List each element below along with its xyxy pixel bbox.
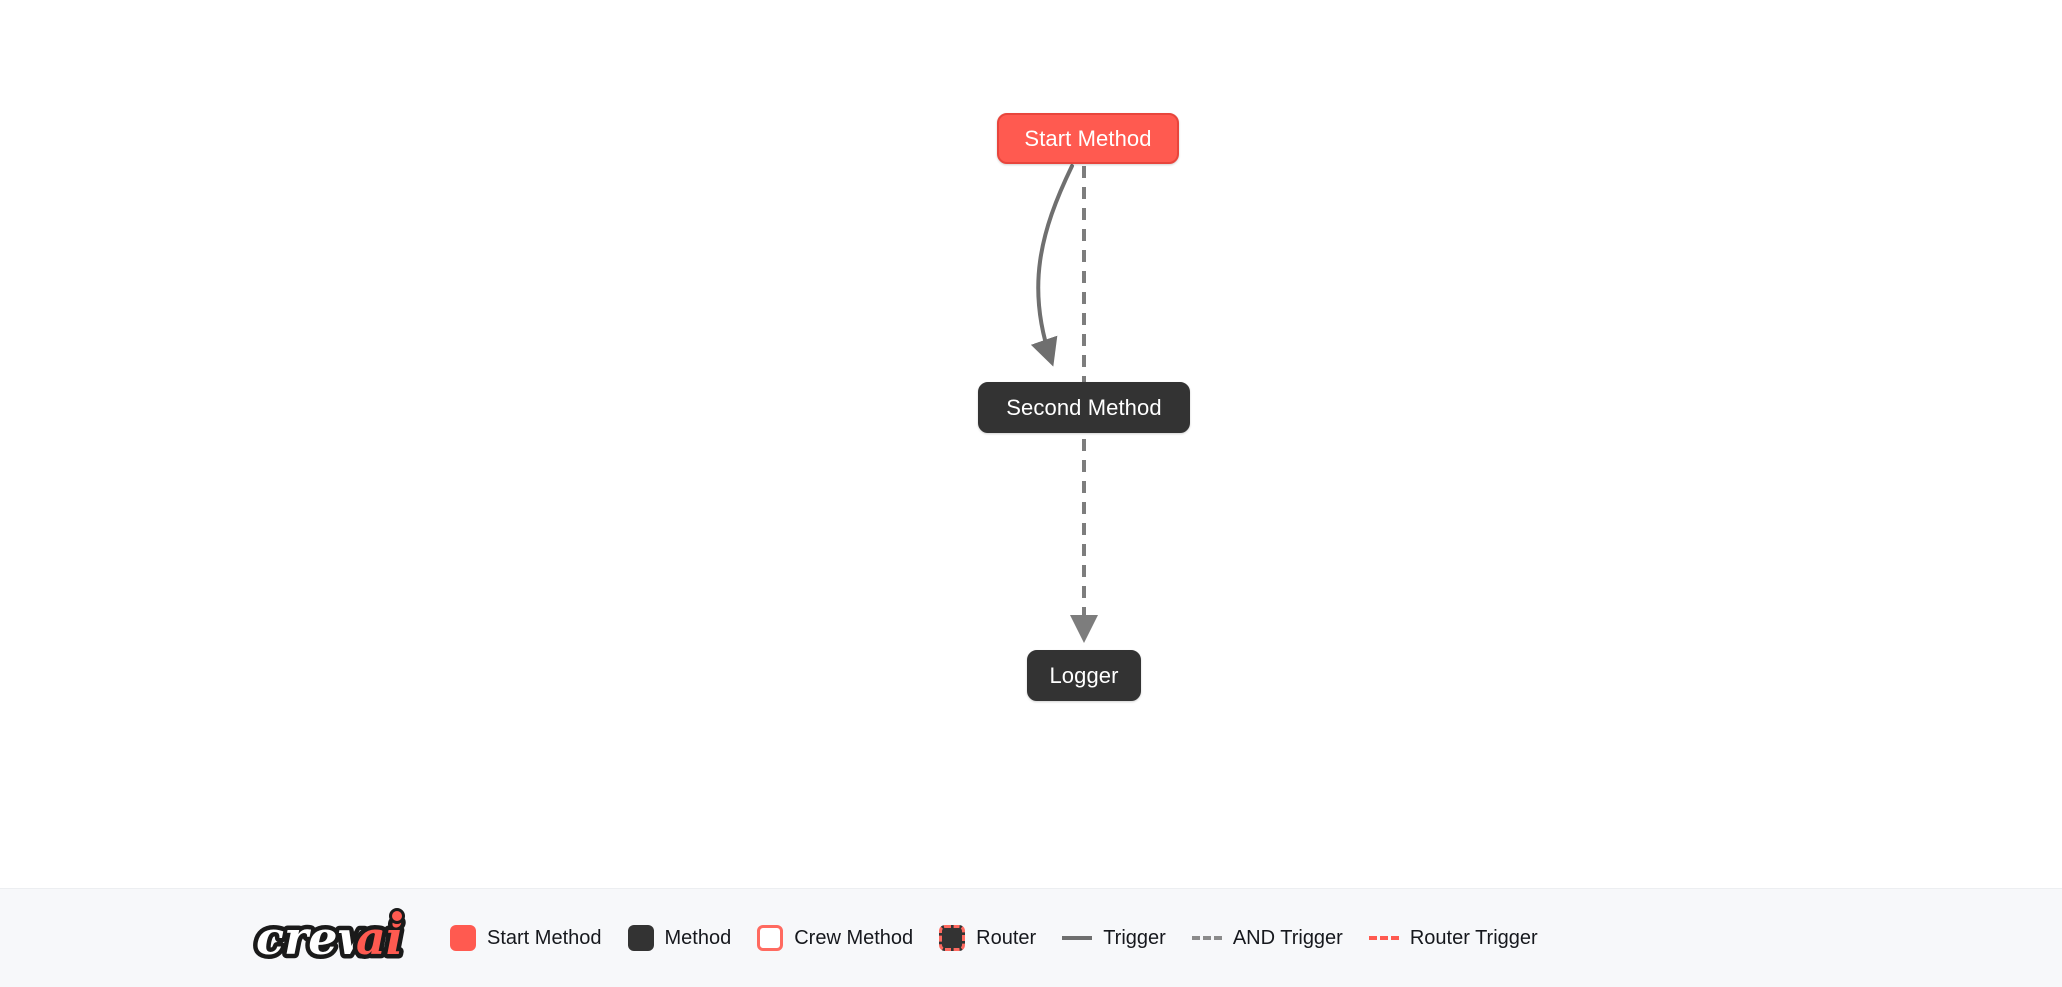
crewai-logo: crew crew ai ai (252, 907, 408, 969)
legend-label: Crew Method (794, 927, 914, 949)
flow-node-label: Second Method (1006, 394, 1162, 420)
edge-start-to-second (1030, 164, 1074, 367)
legend-bar: crew crew ai ai Start Method Method Crew… (0, 888, 2062, 987)
flow-node-label: Start Method (1024, 125, 1152, 151)
legend-item-router: Router (939, 925, 1036, 951)
crewai-logo-outline-primary: crew (256, 911, 379, 965)
flow-node-label: Logger (1049, 662, 1119, 688)
router-swatch-icon (939, 925, 966, 951)
legend-items: Start Method Method Crew Method Router T… (450, 925, 1538, 951)
crew-method-swatch-icon (757, 925, 784, 951)
legend-item-and-trigger: AND Trigger (1191, 927, 1343, 949)
flow-node-logger[interactable]: Logger (1027, 650, 1141, 701)
flow-node-second-method[interactable]: Second Method (978, 382, 1190, 433)
legend-item-method: Method (627, 925, 732, 951)
legend-item-router-trigger: Router Trigger (1368, 927, 1538, 949)
flow-node-start-method[interactable]: Start Method (997, 113, 1179, 164)
method-swatch-icon (627, 925, 654, 951)
legend-item-crew-method: Crew Method (757, 925, 913, 951)
legend-label: Router (976, 927, 1037, 949)
crewai-logo-dot (392, 911, 402, 921)
trigger-line-icon (1062, 936, 1093, 940)
legend-label: Trigger (1103, 927, 1166, 949)
legend-label: AND Trigger (1232, 927, 1343, 949)
router-trigger-line-icon (1368, 936, 1399, 940)
legend-label: Method (664, 927, 732, 949)
legend-item-start-method: Start Method (450, 925, 602, 951)
start-method-swatch-icon (450, 925, 476, 951)
crewai-logo-text-primary: crew (256, 911, 379, 965)
legend-item-trigger: Trigger (1062, 928, 1166, 948)
flow-canvas[interactable]: Start Method Second Method Logger (0, 0, 2062, 888)
legend-label: Start Method (487, 927, 602, 949)
legend-label: Router Trigger (1409, 927, 1538, 949)
and-trigger-line-icon (1191, 936, 1222, 940)
